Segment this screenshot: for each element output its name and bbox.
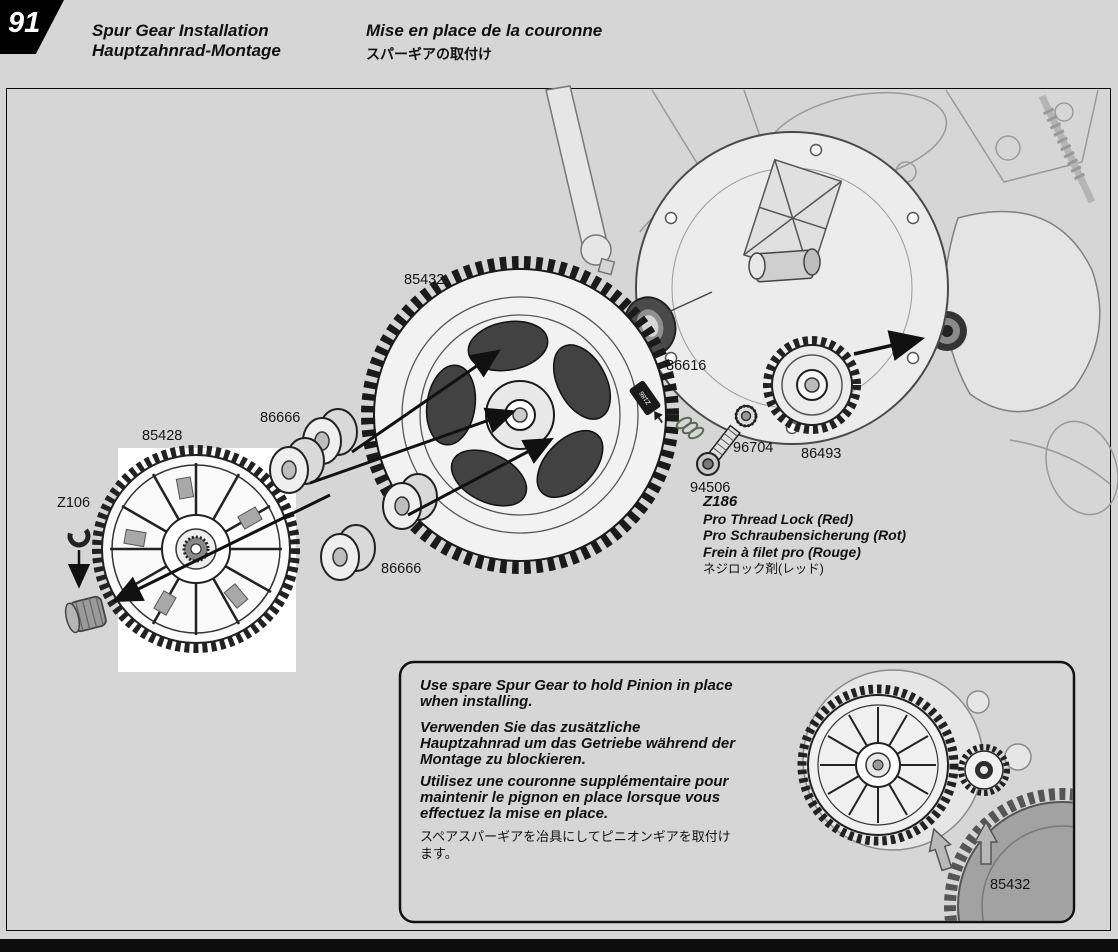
background-chassis-art — [639, 89, 1118, 516]
knurled-hub — [64, 595, 107, 634]
thread-lock-bottle: Z186 — [629, 380, 664, 424]
note-german: Verwenden Sie das zusätzliche Hauptzahnr… — [420, 719, 736, 768]
note-japanese: スペアスパーギアを冶具にしてピニオンギアを取付けます。 — [420, 829, 731, 861]
spare-spur-gear-85428 — [92, 445, 300, 653]
screw-94506 — [696, 424, 741, 476]
clutch-gear-86493 — [763, 336, 861, 434]
thread-lock-fr: Frein à filet pro (Rouge) — [703, 543, 861, 560]
part-label-bushings-top: 86666 — [260, 410, 301, 426]
title-german: Hauptzahnrad-Montage — [92, 41, 281, 60]
part-label-bushings-bottom: 86666 — [381, 561, 422, 577]
page-footer-bar — [0, 939, 1118, 952]
gear-shaft — [748, 248, 821, 283]
title-french: Mise en place de la couronne — [366, 21, 603, 40]
note-box-illustration — [797, 669, 1073, 921]
title-english: Spur Gear Installation — [92, 21, 269, 40]
note-gear-label: 85432 — [990, 877, 1031, 893]
ratchet-tool — [545, 85, 616, 276]
thread-lock-note: Z186 Pro Thread Lock (Red) Pro Schrauben… — [703, 493, 973, 578]
seal-leader-line — [663, 291, 713, 315]
note-french: Utilisez une couronne supplémentaire pou… — [420, 773, 729, 822]
spacer-96704 — [734, 404, 758, 428]
thread-lock-de: Pro Schraubensicherung (Rot) — [703, 527, 907, 543]
note-english: Use spare Spur Gear to hold Pinion in pl… — [420, 677, 733, 710]
part-label-e-clip: Z106 — [57, 495, 91, 511]
part-label-spare-spur-gear: 85428 — [142, 428, 183, 444]
part-label-screw: 94506 — [690, 480, 731, 496]
thread-lock-code: Z186 — [703, 493, 738, 510]
motor-plate — [635, 131, 949, 445]
part-label-seal: 86616 — [666, 358, 707, 374]
thread-lock-ja: ネジロック剤(レッド) — [703, 562, 824, 576]
e-clip-z106 — [67, 524, 91, 548]
part-label-spacer: 96704 — [733, 440, 774, 456]
step-number: 91 — [8, 7, 41, 39]
title-japanese: スパーギアの取付け — [366, 46, 492, 62]
assembly-arrows — [111, 330, 926, 602]
part-label-clutch-gear: 86493 — [801, 446, 842, 462]
part-label-spur-gear: 85432 — [404, 272, 445, 288]
spring — [675, 416, 705, 440]
spur-gear-85432 — [361, 256, 679, 574]
thread-lock-en: Pro Thread Lock (Red) — [703, 510, 854, 527]
